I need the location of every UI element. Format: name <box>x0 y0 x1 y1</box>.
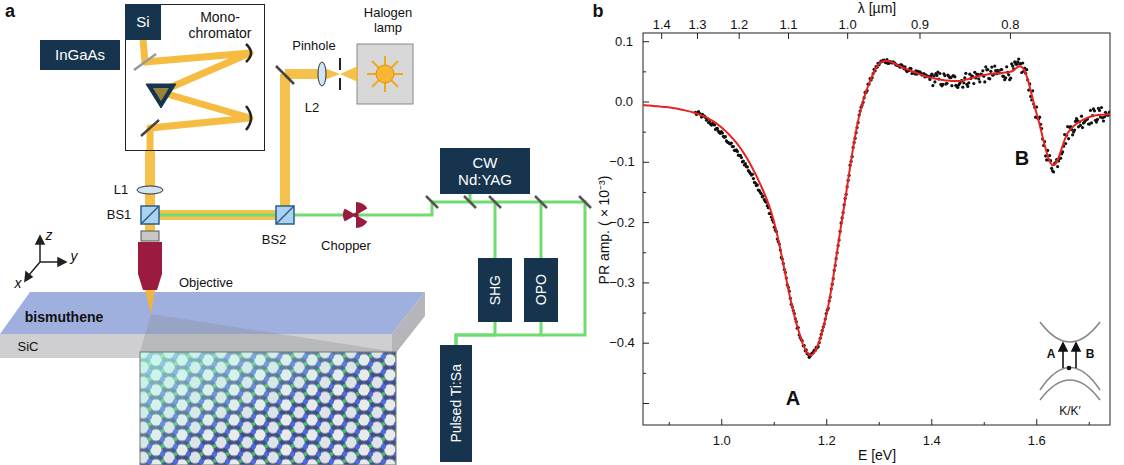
chart-label: −0.2 <box>609 215 635 229</box>
beam-connector <box>456 322 541 345</box>
lamp-box: Halogen lamp <box>350 6 426 106</box>
chart-label: −0.4 <box>609 336 635 350</box>
chart-label: λ [µm] <box>858 1 896 16</box>
chart-label: A <box>786 387 800 409</box>
chart-label: B <box>1015 147 1029 169</box>
fit-curve <box>643 61 1110 355</box>
focused-beam <box>145 290 155 314</box>
chart-label: 1.4 <box>653 18 671 32</box>
objective <box>138 242 162 290</box>
curved-mirror <box>246 106 251 130</box>
objective <box>141 231 159 241</box>
pinhole <box>339 78 341 90</box>
chart-label: b <box>593 2 604 22</box>
pinhole <box>339 58 341 70</box>
chart-label: 1.4 <box>923 434 941 448</box>
node-text: CW Nd:YAG <box>453 154 517 189</box>
part-label: SiC <box>18 340 39 354</box>
light-beam <box>143 40 250 150</box>
node-text: Mono- chromator <box>182 9 258 41</box>
chart-label: 1.6 <box>1028 434 1046 448</box>
laser-box: Pulsed Ti:Sa <box>440 345 472 462</box>
light-beam <box>340 66 358 82</box>
detector-box: InGaAs <box>40 40 120 70</box>
chart-label: 1.2 <box>730 18 748 32</box>
chart-label: A <box>1047 348 1056 361</box>
band-diagram <box>1040 322 1100 400</box>
detector-box: Si <box>125 4 161 40</box>
node-text: OPO <box>533 274 549 305</box>
part-label: bismuthene <box>25 310 104 325</box>
part-label: Chopper <box>321 239 371 253</box>
beam-splitter <box>141 206 294 224</box>
lens <box>137 186 163 194</box>
node-text: Halogen lamp <box>350 6 426 36</box>
lamp-housing <box>357 44 413 104</box>
chart-label: 0.0 <box>615 95 633 109</box>
chart-label: PR amp. (×10⁻³) <box>597 176 612 285</box>
node-text: Si <box>136 13 149 30</box>
chart-label: 1.0 <box>713 434 731 448</box>
prism <box>146 84 176 108</box>
lattice-glow <box>140 352 396 465</box>
part-label: z <box>46 228 53 243</box>
part-label: Objective <box>179 276 233 290</box>
light-beam <box>285 69 322 79</box>
node-text: Pulsed Ti:Sa <box>448 364 464 443</box>
part-label: L2 <box>305 101 319 115</box>
flip-mirror <box>134 54 156 70</box>
plot-frame <box>643 33 1110 425</box>
mirror <box>141 120 159 136</box>
lamp-bulb <box>376 65 394 83</box>
chart-label: 0.9 <box>911 18 929 32</box>
data-points <box>694 57 1110 359</box>
curved-mirror <box>246 44 251 62</box>
part-label: y <box>71 249 78 264</box>
lens <box>318 62 326 86</box>
part-label: BS2 <box>262 233 287 247</box>
part-label: Pinhole <box>292 39 335 53</box>
part-label: L1 <box>114 183 128 197</box>
lattice-inset <box>140 352 396 465</box>
chopper-wheel <box>343 202 367 228</box>
chart-label: −0.1 <box>609 155 635 169</box>
chart-label: 0.8 <box>1001 18 1019 32</box>
transition-arrow <box>1059 343 1080 370</box>
sic-substrate <box>392 292 425 358</box>
chart-label: 1.3 <box>688 18 706 32</box>
module-box: SHG <box>478 258 512 322</box>
module-box: OPO <box>524 258 558 322</box>
chart-label: K/K′ <box>1059 405 1081 418</box>
prism-light <box>153 88 169 101</box>
zoom-cone <box>140 314 396 352</box>
mirror <box>426 196 591 208</box>
node-text: InGaAs <box>55 46 105 63</box>
chart-label: E [eV] <box>858 448 896 463</box>
chart-label: 0.1 <box>615 35 633 49</box>
part-label: a <box>5 2 15 22</box>
chart-label: B <box>1086 348 1095 361</box>
chart-label: 1.2 <box>818 434 836 448</box>
lamp-rays <box>367 56 403 92</box>
part-label: BS1 <box>107 208 132 222</box>
chart-label: 1.0 <box>839 18 857 32</box>
laser-box: CW Nd:YAG <box>440 148 530 194</box>
inset-frame <box>140 352 396 465</box>
chart-label: −0.3 <box>609 276 635 290</box>
node-text: SHG <box>487 275 503 305</box>
chart-label: 1.1 <box>779 18 797 32</box>
light-beam <box>280 74 290 215</box>
monochromator-fill <box>125 4 265 151</box>
mirror <box>276 66 294 84</box>
part-label: x <box>15 276 22 291</box>
